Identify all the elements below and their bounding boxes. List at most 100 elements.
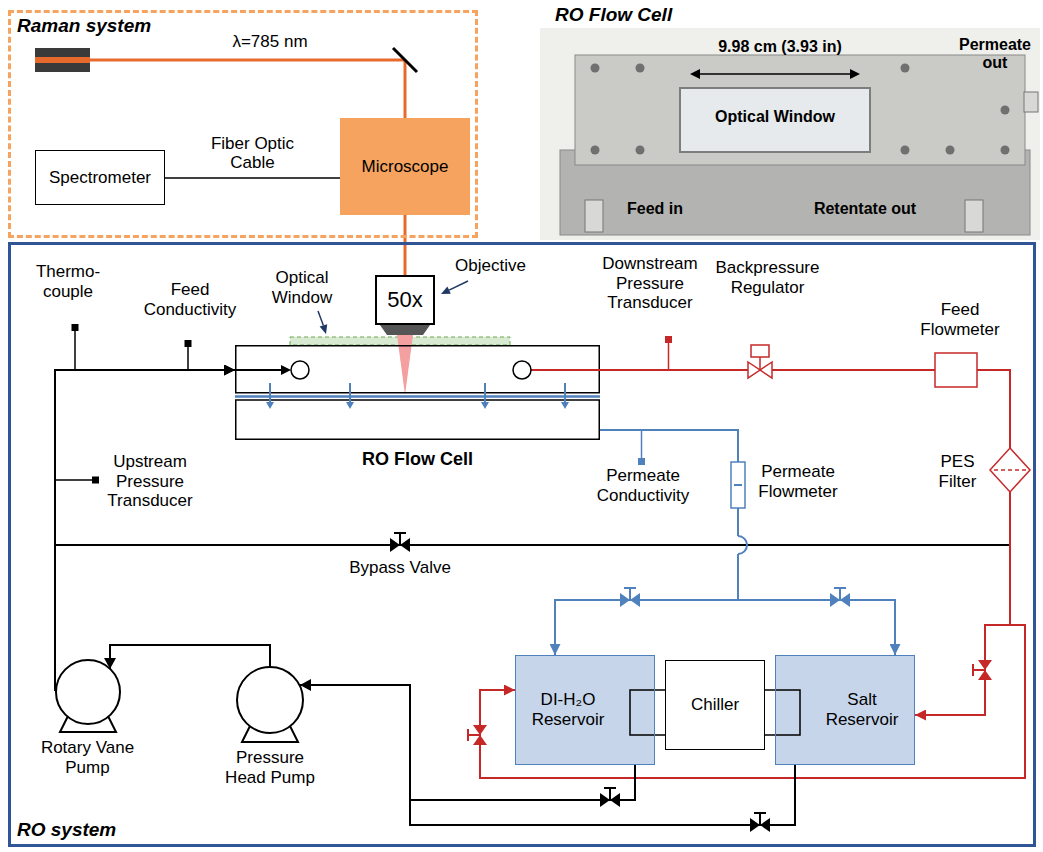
node-label: Chiller xyxy=(691,695,739,715)
valve-stem xyxy=(399,533,401,545)
laser-body xyxy=(35,48,90,72)
part-label: Objective xyxy=(455,256,555,276)
pipe-connector xyxy=(165,177,340,179)
permeate-flow-arrow xyxy=(564,383,566,403)
ro-system-group: RO system 50x RO Flow CellDI-H₂O Reservoir… xyxy=(8,242,1036,847)
chiller-box: Chiller xyxy=(665,660,765,750)
part-label: RO Flow Cell xyxy=(555,4,715,26)
pipe-connector xyxy=(600,370,1010,715)
flow-cell: RO Flow Cell xyxy=(235,345,600,440)
dimension-arrowhead xyxy=(850,69,860,79)
sensor-lead xyxy=(187,347,189,370)
valve-handle xyxy=(972,664,974,676)
leader-arrowhead xyxy=(441,287,451,295)
valve-body xyxy=(400,538,410,552)
sensor-lead xyxy=(641,430,643,458)
part-label: 9.98 cm (3.93 in) xyxy=(680,38,880,56)
valve-body xyxy=(620,593,630,607)
valve-stem xyxy=(759,357,761,370)
regulator-bonnet xyxy=(751,345,769,357)
reservoir-fill xyxy=(775,655,915,765)
permeate-flow-arrow xyxy=(269,383,271,403)
flow-cell-outline xyxy=(235,345,600,440)
leader-line xyxy=(449,281,468,290)
part-label: λ=785 nm xyxy=(200,32,340,52)
retentate-valve xyxy=(973,660,992,680)
valve-handle xyxy=(834,587,846,589)
optical-window-photo xyxy=(680,88,870,152)
valve-body xyxy=(760,362,772,378)
part-label: Feed in xyxy=(610,200,700,218)
laser-beam xyxy=(404,60,407,118)
bolt xyxy=(636,146,645,155)
node-label: Salt Reservoir xyxy=(814,690,910,729)
valve-body xyxy=(978,670,992,680)
node-label: DI-H₂O Reservoir xyxy=(520,690,616,729)
valve-body xyxy=(600,793,610,807)
valve-handle xyxy=(754,812,766,814)
sensor-lead xyxy=(74,331,76,370)
outlet-pipe xyxy=(531,369,600,371)
part-label: Permeate Flowmeter xyxy=(752,462,844,501)
node-heading: 50x xyxy=(387,287,422,312)
laser-beam xyxy=(90,59,405,62)
part-label: Feed Conductivity xyxy=(140,280,240,319)
part-label: Permeate out xyxy=(955,36,1035,73)
pipe-connector xyxy=(600,430,895,655)
pipe-connector xyxy=(765,689,775,691)
feed-port xyxy=(291,361,309,379)
inlet-arrowhead xyxy=(281,365,291,375)
valve-body xyxy=(390,538,400,552)
valve-handle xyxy=(394,532,406,534)
valve-handle xyxy=(604,787,616,789)
reservoir-fill xyxy=(515,655,655,765)
chiller-coil xyxy=(765,690,800,735)
valve-stem xyxy=(839,588,841,600)
crossing-gap xyxy=(734,536,742,554)
permeate-valve xyxy=(830,588,850,607)
valve-body xyxy=(610,793,620,807)
part-label: Optical Window xyxy=(262,268,342,307)
permeate-fitting xyxy=(1024,92,1038,112)
node-heading: RO system xyxy=(17,819,116,841)
valve-body xyxy=(830,593,840,607)
part-label: Pressure Head Pump xyxy=(215,748,325,787)
part-label: Permeate Conductivity xyxy=(588,466,698,505)
feed-valve xyxy=(600,788,620,807)
focused-beam xyxy=(397,335,413,395)
permeate-arrowhead xyxy=(346,402,354,409)
pipe-connector xyxy=(55,370,795,825)
objective-box: 50x xyxy=(375,275,435,325)
permeate-arrowhead xyxy=(266,402,274,409)
pipe-connector xyxy=(55,370,635,800)
part-label: Upstream Pressure Transducer xyxy=(100,452,200,511)
flow-cell-plate xyxy=(575,55,1025,165)
photo-backdrop xyxy=(540,28,1040,240)
pipe-hop xyxy=(738,536,747,554)
leader-arrowhead xyxy=(320,324,328,334)
valve-body xyxy=(473,725,487,735)
valve-stem xyxy=(629,588,631,600)
bypass-pipe xyxy=(55,544,1010,546)
part-label: Rotary Vane Pump xyxy=(30,738,145,777)
valve-stem xyxy=(973,669,985,671)
bolt xyxy=(901,146,910,155)
permeate-flowmeter xyxy=(731,462,745,508)
spectrometer-box: Spectrometer xyxy=(35,150,165,205)
pipe-connector xyxy=(555,430,738,655)
pes-filter xyxy=(990,448,1030,492)
permeate-valve xyxy=(620,588,640,607)
dimension-line xyxy=(698,73,852,75)
backpressure-regulator xyxy=(748,345,772,378)
dimension-arrowhead xyxy=(690,69,700,79)
pressure-head-pump xyxy=(237,667,303,733)
valve-stem xyxy=(759,813,761,825)
pipe-connector xyxy=(480,370,1025,778)
objective-lens xyxy=(380,325,430,335)
part-label: Retentate out xyxy=(790,200,940,218)
filter-membrane xyxy=(994,469,1026,471)
part-label: Thermo- couple xyxy=(28,262,108,301)
bolt xyxy=(1001,146,1010,155)
part-label: Backpressure Regulator xyxy=(705,258,830,297)
